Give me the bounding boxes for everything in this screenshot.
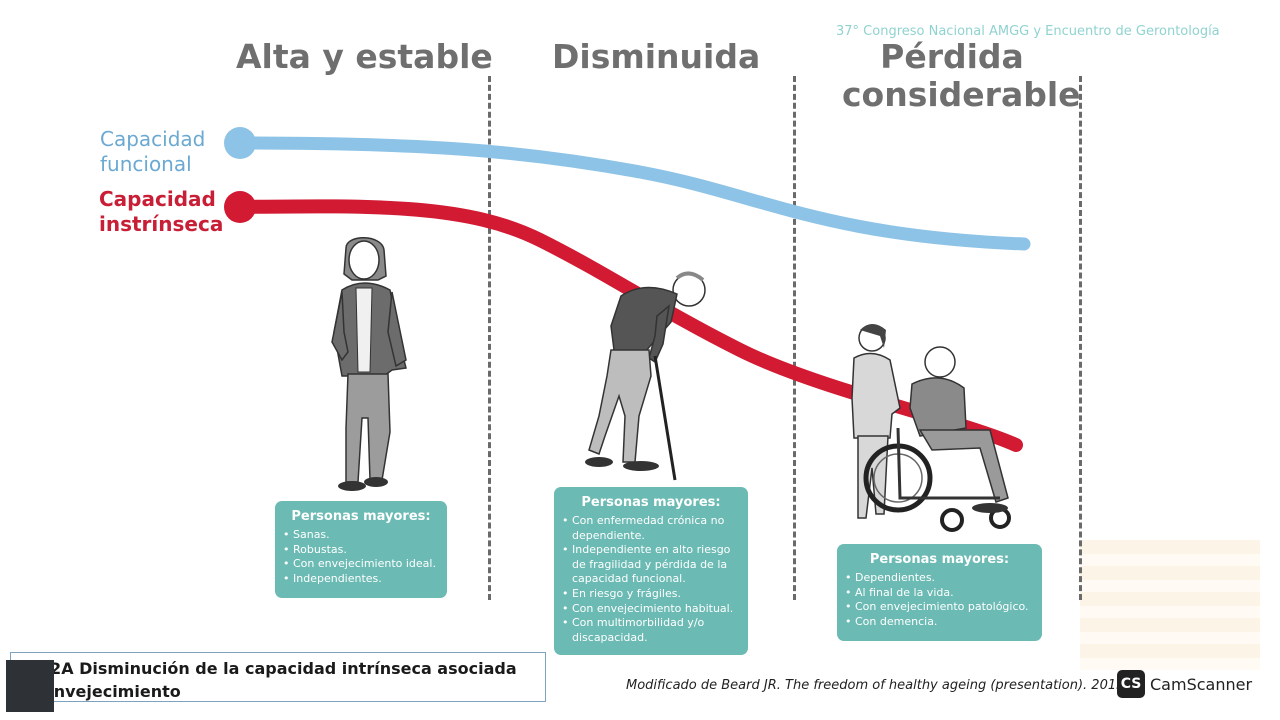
- phase-divider-1: [488, 76, 491, 600]
- list-item: Con envejecimiento ideal.: [283, 557, 439, 572]
- list-item: Con envejecimiento patológico.: [845, 600, 1034, 615]
- list-item: Dependientes.: [845, 571, 1034, 586]
- phase-title-loss-line1: Pérdida: [880, 37, 1024, 76]
- caregiver-wheelchair-illustration: [851, 324, 1011, 532]
- corner-overlay: [6, 660, 54, 712]
- phase-divider-3: [1079, 76, 1082, 600]
- list-item: Con envejecimiento habitual.: [562, 602, 740, 617]
- diagnosis-code-title: MG2A Disminución de la capacidad intríns…: [10, 652, 546, 702]
- info-box-heading: Personas mayores:: [869, 552, 1010, 567]
- list-item: Con demencia.: [845, 615, 1034, 630]
- info-box-heading: Personas mayores:: [291, 509, 431, 524]
- camscanner-watermark: CamScanner: [1150, 675, 1253, 694]
- elderly-man-with-cane-illustration: [585, 271, 706, 481]
- list-item: En riesgo y frágiles.: [562, 587, 740, 602]
- standing-woman-illustration: [331, 237, 407, 491]
- info-box-list: Con enfermedad crónica no dependiente. I…: [562, 514, 740, 645]
- list-item: Independiente en alto riesgo de fragilid…: [562, 543, 740, 587]
- camscanner-logo-icon: CS: [1117, 670, 1145, 698]
- functional-capacity-start-dot: [224, 127, 256, 159]
- info-box-list: Dependientes. Al final de la vida. Con e…: [845, 571, 1034, 629]
- info-box-high: Personas mayores: Sanas. Robustas. Con e…: [275, 501, 447, 598]
- phase-title-loss: Pérdida considerable: [842, 37, 1081, 114]
- list-item: Independientes.: [283, 572, 439, 587]
- info-box-heading: Personas mayores:: [581, 495, 721, 510]
- list-item: Sanas.: [283, 528, 439, 543]
- congress-header: 37° Congreso Nacional AMGG y Encuentro d…: [836, 24, 1220, 39]
- phase-divider-2: [793, 76, 796, 600]
- info-box-loss: Personas mayores: Dependientes. Al final…: [837, 544, 1042, 641]
- phase-title-loss-line2: considerable: [842, 75, 1081, 114]
- list-item: Al final de la vida.: [845, 586, 1034, 601]
- phase-title-high: Alta y estable: [236, 37, 493, 76]
- source-citation: Modificado de Beard JR. The freedom of h…: [626, 678, 1129, 693]
- functional-capacity-label: Capacidad funcional: [100, 127, 206, 176]
- intrinsic-capacity-label: Capacidad instrínseca: [99, 187, 224, 236]
- intrinsic-capacity-start-dot: [224, 191, 256, 223]
- info-box-list: Sanas. Robustas. Con envejecimiento idea…: [283, 528, 439, 586]
- list-item: Con multimorbilidad y/o discapacidad.: [562, 616, 740, 645]
- list-item: Con enfermedad crónica no dependiente.: [562, 514, 740, 543]
- functional-capacity-curve: [233, 136, 1031, 251]
- info-box-decreased: Personas mayores: Con enfermedad crónica…: [554, 487, 748, 655]
- phase-title-decreased: Disminuida: [552, 37, 761, 76]
- watermark-decoration: [1080, 540, 1260, 670]
- list-item: Robustas.: [283, 543, 439, 558]
